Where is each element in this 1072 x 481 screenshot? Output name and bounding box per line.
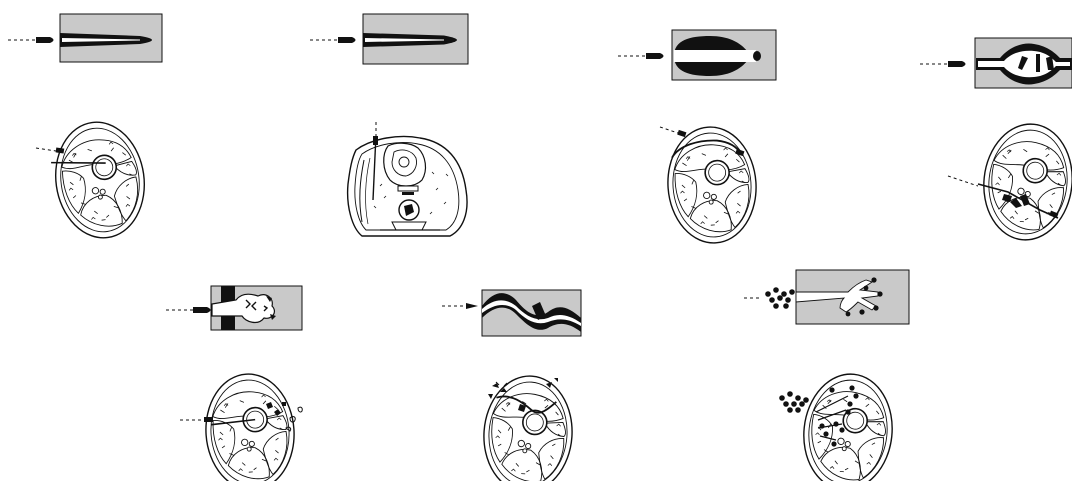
permanent-tract	[674, 50, 756, 62]
aorta-mark	[402, 192, 414, 195]
pellet-cluster	[779, 391, 809, 413]
bullet-icon	[204, 417, 213, 422]
panel-6-yawing-tumbling	[442, 290, 581, 481]
panel-1-bullet-diagram	[8, 14, 162, 62]
panel-4-limb-cross-section	[978, 120, 1072, 245]
bullet-icon	[677, 130, 686, 137]
panel-5-bullet-diagram	[166, 286, 302, 330]
pellet-cluster	[765, 287, 795, 309]
limb-cross-section-icon	[202, 371, 298, 481]
bullet-icon	[753, 51, 761, 61]
panel-6-bullet-diagram	[442, 290, 581, 336]
vertebra-process	[392, 222, 426, 230]
panel-3-limb-cross-section	[664, 124, 760, 246]
trajectory-dash-line	[660, 127, 678, 133]
panel-6-limb-cross-section	[480, 373, 576, 481]
panel-1-tract-through	[8, 14, 162, 244]
panel-5-limb-cross-section	[202, 371, 298, 481]
panel-2-tract-thorax	[310, 14, 468, 236]
panel-1-limb-cross-section	[46, 116, 151, 243]
limb-cross-section-icon	[480, 373, 576, 481]
panel-7-shotgun-pellets	[744, 270, 909, 481]
heart-outline	[384, 143, 426, 186]
bullet-icon	[36, 37, 54, 43]
panel-2-bullet-diagram	[310, 14, 468, 64]
limb-cross-section-icon	[798, 370, 898, 481]
bullet-icon	[646, 53, 664, 59]
trajectory-dash-line	[36, 148, 56, 151]
limb-cross-section-icon	[48, 116, 151, 243]
trajectory-dash-line	[948, 176, 978, 186]
bullet-icon	[373, 136, 378, 145]
panel-5-entry-tissue-destruction	[166, 286, 302, 481]
panel-4-bullet-diagram	[920, 38, 1072, 88]
panel-3-bullet-diagram	[618, 30, 776, 80]
bullet-icon	[948, 61, 966, 67]
panel-7-limb-cross-section	[798, 370, 898, 481]
panel-4-fragmentation	[920, 38, 1072, 244]
limb-cross-section-icon	[664, 124, 760, 246]
bullet-icon	[338, 37, 356, 43]
bullet-icon	[466, 303, 478, 309]
bullet-icon	[193, 307, 211, 313]
panel-7-bullet-diagram	[744, 270, 909, 324]
panel-3-temporary-cavity	[618, 30, 776, 246]
bullet-fragment	[1036, 54, 1040, 72]
limb-cross-section-icon	[978, 120, 1072, 245]
sternum-segment	[398, 186, 418, 191]
panel-2-thorax-cross-section	[348, 122, 467, 236]
